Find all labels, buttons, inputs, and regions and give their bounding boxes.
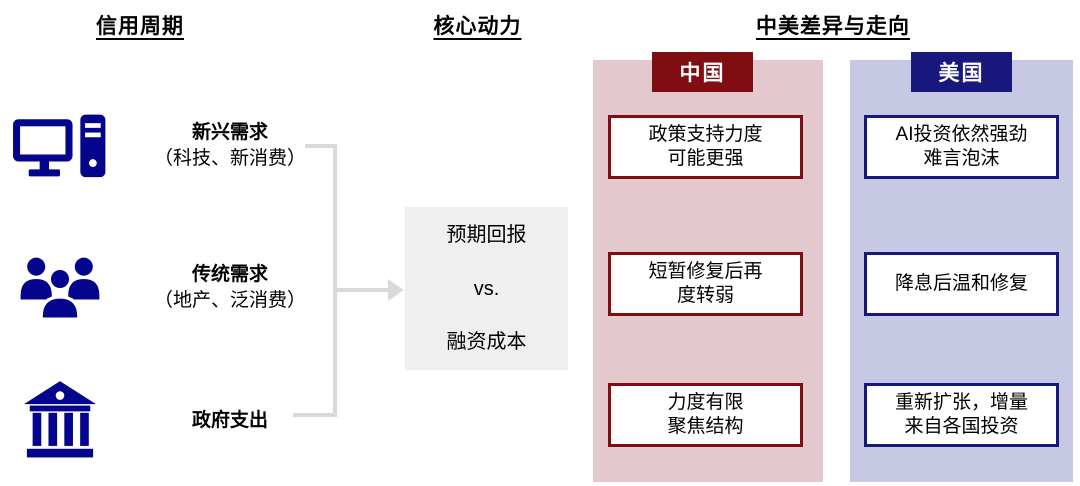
point-line: AI投资依然强劲 xyxy=(895,124,1028,145)
point-line: 政策支持力度 xyxy=(648,124,763,145)
point-line: 重新扩张，增量 xyxy=(894,392,1028,413)
us-point-box-3: 重新扩张，增量 来自各国投资 xyxy=(864,383,1059,447)
point-line: 度转弱 xyxy=(676,285,734,306)
core-box-line-3: 融资成本 xyxy=(446,331,527,353)
china-tab: 中国 xyxy=(652,52,753,92)
bracket-bottom-line xyxy=(293,413,337,417)
demand-title: 新兴需求 xyxy=(191,122,268,143)
header-us-china-differences: 中美差异与走向 xyxy=(756,15,910,38)
bank-icon xyxy=(24,381,96,459)
arrow-shaft xyxy=(333,288,390,292)
computer-icon xyxy=(13,113,107,185)
demand-item-government: 政府支出 xyxy=(140,408,320,434)
demand-subtitle: （科技、新消费） xyxy=(153,148,306,169)
us-panel: 美国 AI投资依然强劲 难言泡沫 降息后温和修复 重新扩张，增量 来自各国投资 xyxy=(850,52,1073,482)
demand-title: 传统需求 xyxy=(191,264,268,285)
demand-subtitle: （地产、泛消费） xyxy=(153,290,306,311)
point-line: 难言泡沫 xyxy=(923,148,1000,169)
china-point-box-3: 力度有限 聚焦结构 xyxy=(608,383,803,447)
point-line: 来自各国投资 xyxy=(904,416,1019,437)
point-line: 降息后温和修复 xyxy=(894,273,1028,294)
people-group-icon xyxy=(18,256,102,320)
point-line: 可能更强 xyxy=(667,148,744,169)
us-point-box-2: 降息后温和修复 xyxy=(864,252,1059,316)
demand-item-emerging: 新兴需求 （科技、新消费） xyxy=(140,120,320,172)
china-panel: 中国 政策支持力度 可能更强 短暂修复后再 度转弱 力度有限 聚焦结构 xyxy=(593,52,823,482)
bracket-top-line xyxy=(305,144,337,148)
demand-title: 政府支出 xyxy=(191,410,268,431)
arrow-head-icon xyxy=(388,279,404,301)
us-point-box-1: AI投资依然强劲 难言泡沫 xyxy=(864,115,1059,179)
header-core-driver: 核心动力 xyxy=(433,15,522,38)
bracket-vertical-line xyxy=(333,144,337,417)
china-point-box-1: 政策支持力度 可能更强 xyxy=(608,115,803,179)
demand-item-traditional: 传统需求 （地产、泛消费） xyxy=(140,262,320,314)
china-point-box-2: 短暂修复后再 度转弱 xyxy=(608,252,803,316)
point-line: 聚焦结构 xyxy=(667,416,744,437)
core-box-line-1: 预期回报 xyxy=(446,224,527,246)
header-credit-cycle: 信用周期 xyxy=(96,15,184,38)
point-line: 短暂修复后再 xyxy=(648,261,763,282)
us-tab: 美国 xyxy=(911,52,1012,92)
point-line: 力度有限 xyxy=(667,392,744,413)
core-box-line-2: vs. xyxy=(473,277,500,300)
core-driver-box: 预期回报 vs. 融资成本 xyxy=(405,207,568,370)
